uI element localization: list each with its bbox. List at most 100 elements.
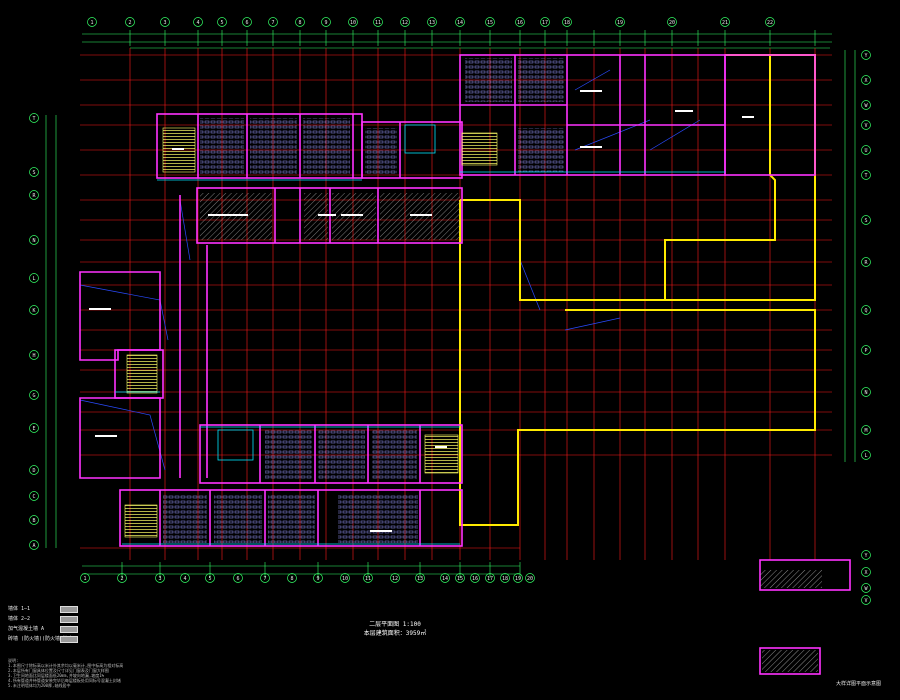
axis-bubble-label: 10	[342, 576, 348, 582]
axis-bubble-label: 3	[158, 576, 161, 582]
axis-bubble: T	[861, 170, 871, 180]
axis-bubble: 20	[525, 573, 535, 583]
axis-bubble-label: B	[32, 518, 35, 524]
axis-bubble-label: W	[864, 586, 868, 592]
axis-bubble: H	[29, 350, 39, 360]
axis-bubble-label: S	[864, 218, 867, 224]
axis-bubble: M	[861, 425, 871, 435]
drawing-subtitle: 本层建筑面积：3959㎡	[363, 630, 427, 637]
axis-bubble: 16	[515, 17, 525, 27]
axis-bubble: 2	[117, 573, 127, 583]
axis-bubble: 5	[205, 573, 215, 583]
axis-bubble: E	[29, 423, 39, 433]
axis-bubble-label: E	[32, 426, 35, 432]
dimension-ticks	[121, 30, 816, 578]
axis-bubble-label: 20	[527, 576, 533, 582]
axis-bubble-label: 11	[365, 576, 371, 582]
legend-swatch	[60, 616, 78, 623]
axis-bubble: X	[861, 567, 871, 577]
axis-bubble: 19	[513, 573, 523, 583]
axis-bubble-label: 2	[120, 576, 123, 582]
axis-bubble-label: G	[32, 393, 35, 399]
walls	[79, 54, 851, 675]
axis-bubble-label: L	[864, 453, 867, 459]
axis-bubble-label: R	[864, 260, 868, 266]
axis-bubble: 18	[500, 573, 510, 583]
axis-bubble: V	[861, 595, 871, 605]
axis-bubble: 2	[125, 17, 135, 27]
axis-bubble-label: D	[32, 468, 35, 474]
axis-bubble-label: R	[32, 193, 36, 199]
axis-bubble-label: P	[864, 348, 867, 354]
axis-bubble: C	[29, 491, 39, 501]
axis-bubble-label: 19	[617, 20, 623, 26]
axis-bubble-label: C	[32, 494, 35, 500]
axis-bubble-label: 15	[487, 20, 493, 26]
legend-label: 加气混凝土墙 A	[8, 626, 45, 632]
legend-label: 砖墙 (防火墙)(防火墙)注意	[8, 636, 74, 642]
axis-bubble-label: 4	[196, 20, 199, 26]
axis-bubble-label: V	[864, 598, 867, 604]
hatched-rooms	[200, 193, 822, 672]
axis-bubble-label: N	[864, 390, 867, 396]
axis-bubble-label: M	[864, 428, 867, 434]
axis-bubble: 19	[615, 17, 625, 27]
axis-bubble: K	[29, 305, 39, 315]
axis-bubble: W	[861, 583, 871, 593]
axis-bubble: 4	[193, 17, 203, 27]
axis-bubble: T	[29, 113, 39, 123]
axis-bubble-label: 21	[722, 20, 728, 26]
axis-bubble: 10	[348, 17, 358, 27]
axis-bubble: 3	[155, 573, 165, 583]
axis-bubble: 13	[427, 17, 437, 27]
legend-item: 墙体 1—1	[8, 604, 88, 614]
axis-bubble-label: 18	[502, 576, 508, 582]
axis-bubble: 12	[400, 17, 410, 27]
legend-swatch	[60, 626, 78, 633]
axis-bubble-label: X	[864, 78, 867, 84]
axis-bubble: B	[29, 515, 39, 525]
axis-bubble: 7	[260, 573, 270, 583]
axis-bubble: 6	[242, 17, 252, 27]
axis-bubble-label: 14	[457, 20, 463, 26]
axis-bubble: 20	[667, 17, 677, 27]
axis-bubble: L	[861, 450, 871, 460]
axis-bubble-label: 2	[128, 20, 131, 26]
axis-bubble-label: Q	[864, 308, 867, 314]
axis-bubble-label: 22	[767, 20, 773, 26]
axis-bubble-label: 13	[417, 576, 423, 582]
axis-bubble-label: 7	[263, 576, 266, 582]
drawing-title: 二层平面图 1:100	[369, 621, 421, 628]
axis-bubble: 17	[485, 573, 495, 583]
axis-bubble: N	[861, 387, 871, 397]
axis-bubble: 14	[455, 17, 465, 27]
axis-bubble-label: 12	[392, 576, 398, 582]
axis-bubble-label: T	[32, 116, 35, 122]
axis-bubble-label: L	[32, 276, 35, 282]
axis-bubble: 6	[233, 573, 243, 583]
axis-bubble: 1	[80, 573, 90, 583]
axis-bubble: V	[861, 120, 871, 130]
axis-bubble: Q	[861, 305, 871, 315]
axis-bubble: G	[29, 390, 39, 400]
axis-bubble-label: 8	[290, 576, 293, 582]
axis-bubble-label: 17	[542, 20, 548, 26]
room-tags	[89, 90, 754, 532]
legend-swatch	[60, 606, 78, 613]
notes-heading: 说明:	[8, 658, 19, 663]
axis-bubble: 3	[160, 17, 170, 27]
note-line: 1.本图尺寸除标高以米计外其余均以毫米计,图中标高为相对标高	[8, 663, 124, 668]
axis-bubble-label: 18	[564, 20, 570, 26]
legend-item: 加气混凝土墙 A	[8, 624, 88, 634]
axis-bubble-label: W	[864, 103, 868, 109]
axis-bubble: 11	[363, 573, 373, 583]
axis-bubble: 9	[321, 17, 331, 27]
axis-bubble: Y	[861, 50, 871, 60]
axis-bubble-label: 5	[220, 20, 223, 26]
legend-label: 墙体 1—1	[8, 606, 31, 612]
legend-swatch	[60, 636, 78, 643]
axis-bubble-label: 14	[442, 576, 448, 582]
axis-bubble-label: 10	[350, 20, 356, 26]
